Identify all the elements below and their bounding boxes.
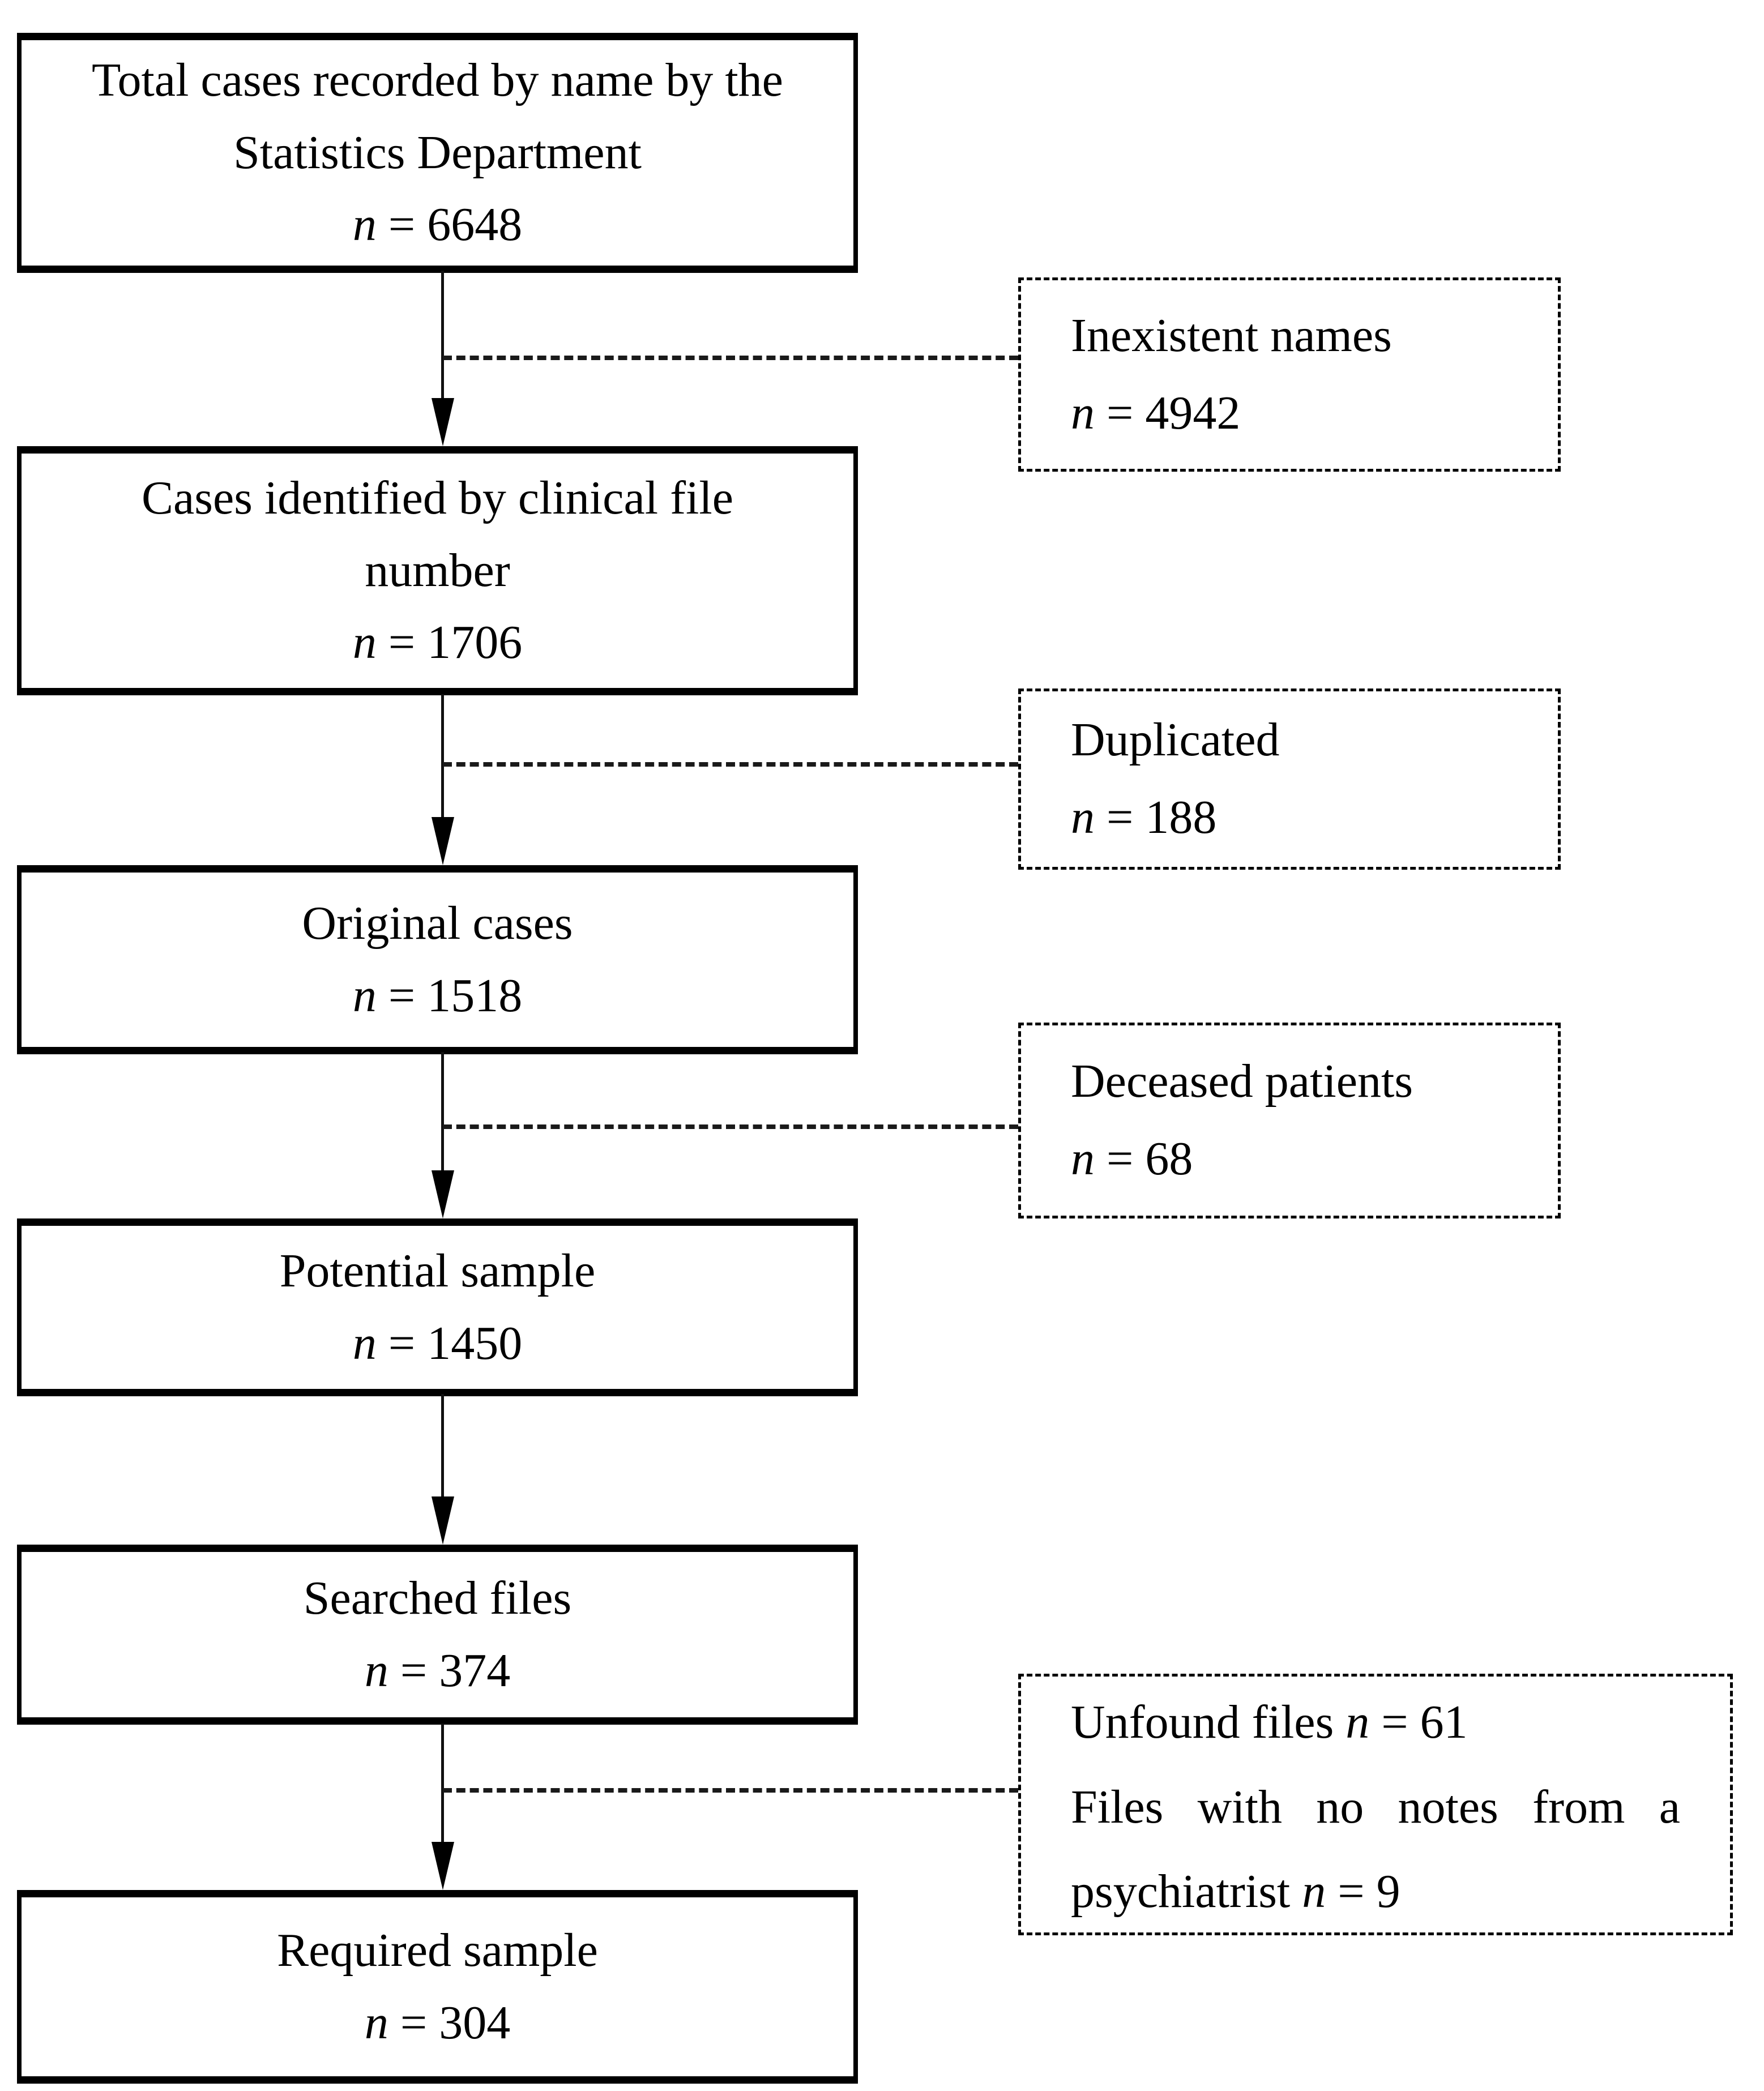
flow-box-cases-identified: Cases identified by clinical file number… [17, 446, 858, 695]
arrow-head-3 [432, 1170, 454, 1218]
box-label-line: Total cases recorded by name by the [92, 54, 783, 107]
equals-sign: = [376, 969, 428, 1022]
box-n-line: n = 1518 [353, 969, 522, 1024]
box-label-line: Potential sample [279, 1244, 596, 1297]
arrow-shaft-2 [441, 694, 444, 818]
n-symbol: n [352, 1316, 377, 1370]
n-symbol: n [1071, 791, 1095, 844]
arrow-shaft-4 [441, 1394, 444, 1498]
n-symbol: n [352, 969, 377, 1022]
excluded-line-unfound: Unfound files n = 61 [1071, 1680, 1680, 1765]
branch-line-duplicated [443, 762, 1018, 767]
arrow-head-2 [432, 817, 454, 865]
n-value: 1450 [427, 1316, 523, 1370]
arrow-shaft-1 [441, 271, 444, 399]
equals-sign: = [1095, 386, 1146, 439]
side-box-excluded-files: Unfound files n = 61 Files with no notes… [1018, 1674, 1733, 1935]
box-label-line: number [365, 544, 510, 597]
arrow-head-1 [432, 398, 454, 446]
side-box-label: Unfound files [1071, 1696, 1346, 1748]
n-value: 4942 [1145, 386, 1241, 439]
branch-line-excluded-files [443, 1788, 1018, 1793]
n-value: 9 [1376, 1865, 1400, 1918]
flow-box-potential-sample: Potential sample n = 1450 [17, 1218, 858, 1396]
box-n-line: n = 6648 [353, 198, 522, 253]
arrow-shaft-3 [441, 1052, 444, 1171]
equals-sign: = [376, 616, 428, 669]
equals-sign: = [1326, 1865, 1377, 1918]
n-value: 68 [1145, 1132, 1193, 1185]
arrow-head-5 [432, 1842, 454, 1890]
equals-sign: = [388, 1996, 439, 2049]
n-symbol: n [364, 1644, 388, 1697]
n-value: 374 [439, 1644, 511, 1697]
n-symbol: n [1302, 1865, 1326, 1918]
n-value: 1518 [427, 969, 523, 1022]
side-box-duplicated: Duplicated n = 188 [1018, 689, 1561, 870]
n-value: 1706 [427, 616, 523, 669]
side-box-label: Inexistent names [1071, 309, 1392, 362]
arrow-shaft-5 [441, 1724, 444, 1843]
branch-line-inexistent-names [443, 356, 1018, 360]
box-n-line: n = 304 [365, 1996, 510, 2051]
flow-box-original-cases: Original cases n = 1518 [17, 865, 858, 1054]
box-label-line: Required sample [277, 1923, 598, 1977]
n-value: 304 [439, 1996, 511, 2049]
box-n-line: n = 374 [365, 1644, 510, 1699]
side-box-label: Files with no notes from a psychiatrist [1071, 1780, 1680, 1918]
n-symbol: n [352, 198, 377, 251]
excluded-line-no-notes: Files with no notes from a psychiatrist … [1071, 1765, 1680, 1934]
n-symbol: n [1071, 1132, 1095, 1185]
box-label-line: Statistics Department [233, 126, 642, 179]
equals-sign: = [388, 1644, 439, 1697]
branch-line-deceased-patients [443, 1124, 1018, 1129]
equals-sign: = [376, 1316, 428, 1370]
side-box-n-line: n = 4942 [1071, 386, 1240, 441]
equals-sign: = [376, 198, 428, 251]
box-n-line: n = 1706 [353, 615, 522, 670]
flow-box-total-cases: Total cases recorded by name by the Stat… [17, 33, 858, 273]
n-value: 6648 [427, 198, 523, 251]
equals-sign: = [1095, 791, 1146, 844]
side-box-label: Duplicated [1071, 713, 1280, 767]
n-value: 61 [1420, 1696, 1468, 1748]
box-label-line: Searched files [303, 1571, 572, 1624]
n-symbol: n [1346, 1696, 1370, 1748]
side-box-label: Deceased patients [1071, 1055, 1413, 1108]
arrow-head-4 [432, 1496, 454, 1545]
equals-sign: = [1095, 1132, 1146, 1185]
flow-box-searched-files: Searched files n = 374 [17, 1545, 858, 1725]
n-symbol: n [1071, 386, 1095, 439]
box-label-line: Original cases [302, 896, 573, 950]
side-box-inexistent-names: Inexistent names n = 4942 [1018, 277, 1561, 472]
n-value: 188 [1145, 791, 1217, 844]
box-n-line: n = 1450 [353, 1316, 522, 1371]
flow-box-required-sample: Required sample n = 304 [17, 1890, 858, 2084]
n-symbol: n [364, 1996, 388, 2049]
side-box-n-line: n = 68 [1071, 1132, 1193, 1187]
side-box-deceased-patients: Deceased patients n = 68 [1018, 1023, 1561, 1218]
side-box-n-line: n = 188 [1071, 790, 1216, 845]
n-symbol: n [352, 616, 377, 669]
box-label-line: Cases identified by clinical file [142, 472, 733, 525]
equals-sign: = [1369, 1696, 1420, 1748]
